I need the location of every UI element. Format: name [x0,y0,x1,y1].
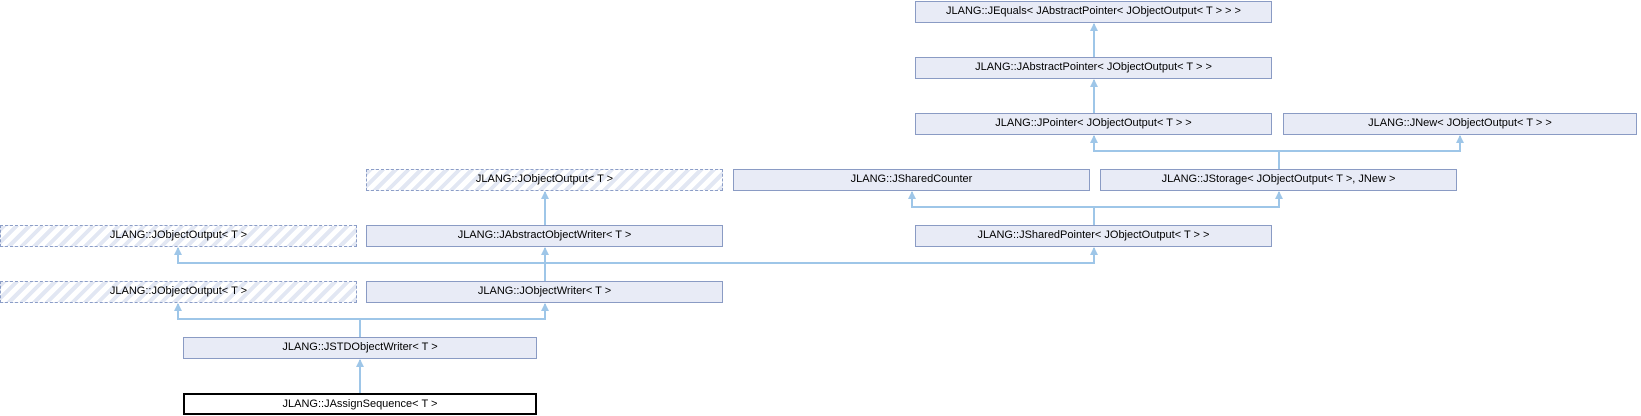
class-node-jstorage[interactable]: JLANG::JStorage< JObjectOutput< T >, JNe… [1100,169,1457,191]
inheritance-edge-jobjectwriter-to-jobjectoutput-b [544,263,546,281]
class-node-jnew[interactable]: JLANG::JNew< JObjectOutput< T > > [1283,113,1637,135]
inheritance-arrow-icon [907,191,916,199]
inheritance-edge-jsharedpointer-to-jstorage [1278,192,1280,207]
inheritance-arrow-icon [1089,23,1098,31]
inheritance-arrow-icon [1274,191,1283,199]
inheritance-arrow-icon [173,303,182,311]
inheritance-edge-jassignsequence-to-jstdobjectwriter [359,360,361,393]
class-node-jsharedpointer[interactable]: JLANG::JSharedPointer< JObjectOutput< T … [915,225,1272,247]
class-node-jsharedcounter[interactable]: JLANG::JSharedCounter [733,169,1090,191]
inheritance-arrow-icon [1455,135,1464,143]
inheritance-arrow-icon [540,247,549,255]
class-node-jabstractpointer[interactable]: JLANG::JAbstractPointer< JObjectOutput< … [915,57,1272,79]
class-node-jobjectoutput-b: JLANG::JObjectOutput< T > [0,225,357,247]
inheritance-edge-jstorage-to-jpointer [1093,136,1095,151]
inheritance-arrow-icon [355,359,364,367]
inheritance-edge-jpointer-to-jabstractpointer [1093,80,1095,113]
inheritance-edge-jobjectwriter-to-jobjectoutput-b [177,262,546,264]
inheritance-edge-jsharedpointer-to-jstorage [1093,206,1280,208]
inheritance-edge-jsharedpointer-to-jsharedcounter [1093,207,1095,225]
inheritance-arrow-icon [173,247,182,255]
inheritance-arrow-icon [1089,247,1098,255]
inheritance-edge-jabstractpointer-to-jequals [1093,24,1095,57]
class-node-jequals[interactable]: JLANG::JEquals< JAbstractPointer< JObjec… [915,1,1272,23]
inheritance-arrow-icon [1089,79,1098,87]
inheritance-edge-jstdobjectwriter-to-jobjectwriter [359,318,546,320]
class-node-jobjectwriter[interactable]: JLANG::JObjectWriter< T > [366,281,723,303]
inheritance-edge-jstdobjectwriter-to-jobjectoutput-c [177,318,361,320]
inheritance-edge-jstdobjectwriter-to-jobjectwriter [544,304,546,319]
inheritance-edge-jstorage-to-jnew [1459,136,1461,151]
class-node-jstdobjectwriter[interactable]: JLANG::JSTDObjectWriter< T > [183,337,537,359]
inheritance-edge-jstorage-to-jnew [1278,150,1461,152]
inheritance-edge-jsharedpointer-to-jsharedcounter [911,206,1095,208]
class-node-jassignsequence: JLANG::JAssignSequence< T > [183,393,537,415]
inheritance-edge-jsharedpointer-to-jsharedcounter [911,192,913,207]
class-node-jobjectoutput-a: JLANG::JObjectOutput< T > [366,169,723,191]
inheritance-edge-jobjectwriter-to-jsharedpointer [544,262,1095,264]
class-node-jpointer[interactable]: JLANG::JPointer< JObjectOutput< T > > [915,113,1272,135]
inheritance-arrow-icon [540,191,549,199]
inheritance-edge-jabstractobjectwriter-to-jobjectoutput-a [544,192,546,225]
class-node-jobjectoutput-c: JLANG::JObjectOutput< T > [0,281,357,303]
inheritance-edge-jobjectwriter-to-jsharedpointer [1093,248,1095,263]
class-node-jabstractobjectwriter[interactable]: JLANG::JAbstractObjectWriter< T > [366,225,723,247]
inheritance-edge-jstorage-to-jpointer [1278,151,1280,169]
inheritance-edge-jstdobjectwriter-to-jobjectoutput-c [359,319,361,337]
inheritance-arrow-icon [1089,135,1098,143]
inheritance-arrow-icon [540,303,549,311]
inheritance-edge-jstorage-to-jpointer [1093,150,1280,152]
inheritance-edge-jobjectwriter-to-jobjectoutput-b [177,248,179,263]
inheritance-edge-jstdobjectwriter-to-jobjectoutput-c [177,304,179,319]
